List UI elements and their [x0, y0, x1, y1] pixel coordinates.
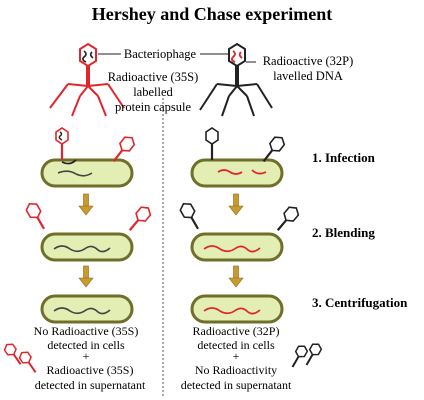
cell-left-blending	[40, 232, 134, 262]
result-right-line4: detected in supernatant	[181, 378, 292, 392]
phage-right-detached-2	[276, 206, 300, 231]
phage-protein-labelled	[49, 42, 125, 117]
phage-left-detached-1	[25, 202, 45, 230]
cell-left-infection	[40, 158, 134, 188]
result-left-line2: detected in cells	[47, 338, 125, 352]
result-left-line3: Radioactive (35S)	[47, 363, 134, 377]
cell-right-infection	[190, 158, 284, 188]
result-right-line2: detected in cells	[197, 338, 275, 352]
cell-right-blending	[190, 232, 284, 262]
label-dna-1: Radioactive (32P)	[263, 54, 354, 68]
phage-right-infecting-2	[262, 136, 286, 163]
cell-right-centrifuged	[190, 294, 284, 324]
result-right-line1: Radioactive (32P)	[193, 324, 280, 338]
result-left-line1: No Radioactive (35S)	[34, 324, 139, 338]
step-blending: 2. Blending	[312, 225, 375, 240]
phage-left-infecting-1	[55, 127, 69, 160]
result-right-plus: +	[233, 349, 240, 363]
supernatant-phage-left-2	[18, 351, 37, 373]
cell-left-centrifuged	[40, 294, 134, 324]
supernatant-phage-right-2	[305, 343, 323, 366]
label-protein-1: Radioactive (35S)	[108, 70, 199, 84]
label-dna-2: lavelled DNA	[273, 69, 343, 83]
result-right-line3: No Radioactivity	[195, 363, 277, 377]
supernatant-phage-right-1	[291, 345, 309, 368]
label-bacteriophage: Bacteriophage	[124, 47, 197, 61]
label-protein-3: protein capsule	[115, 100, 191, 114]
step-infection: 1. Infection	[312, 150, 376, 165]
supernatant-phage-left-1	[3, 343, 22, 365]
step-centrifugation: 3. Centrifugation	[312, 295, 408, 310]
phage-right-infecting-1	[205, 127, 219, 160]
phage-left-detached-2	[128, 206, 152, 231]
phage-left-infecting-2	[112, 136, 136, 163]
phage-dna-labelled	[199, 42, 273, 117]
result-left-plus: +	[83, 349, 90, 363]
phage-right-detached-1	[179, 202, 199, 230]
result-left-line4: detected in supernatant	[35, 378, 146, 392]
diagram-title: Hershey and Chase experiment	[92, 4, 332, 24]
label-protein-2: labelled	[133, 85, 173, 99]
